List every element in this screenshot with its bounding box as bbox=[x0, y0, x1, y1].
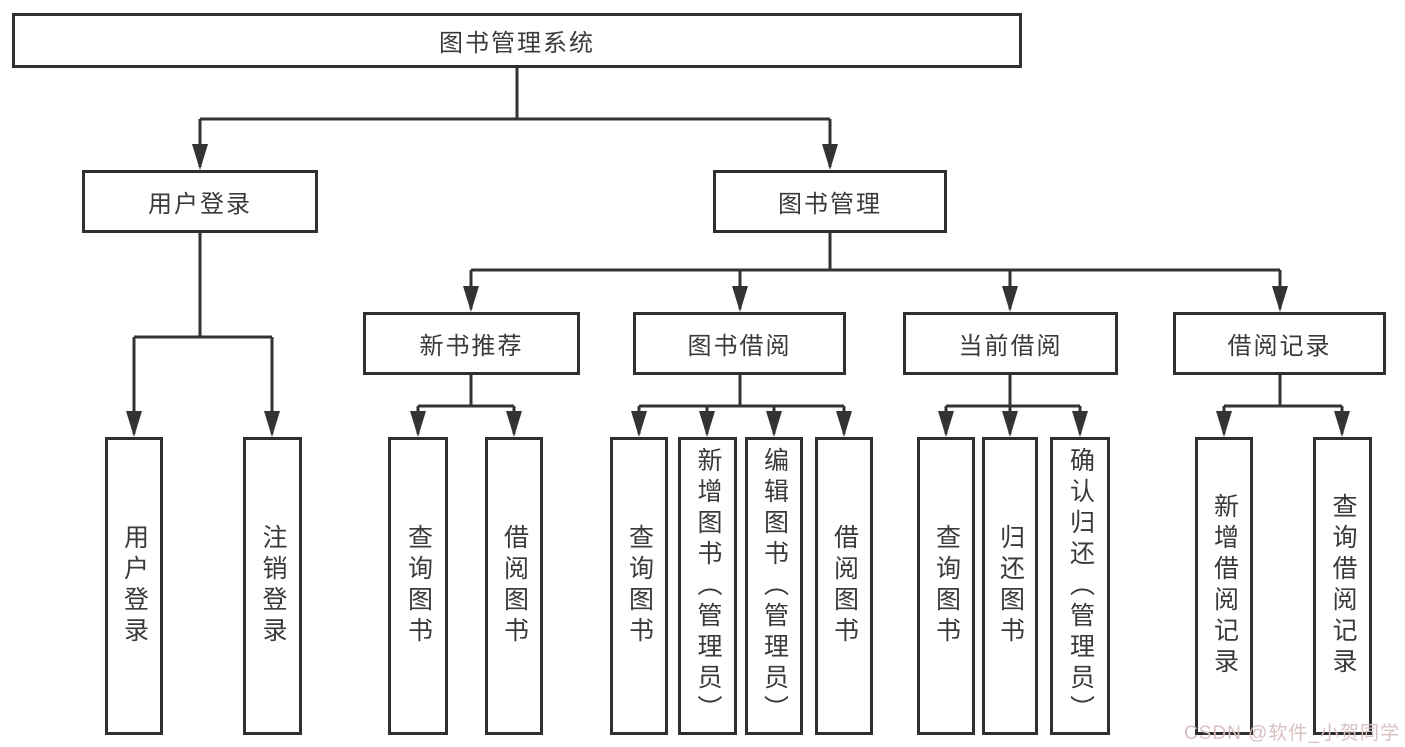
arrowhead bbox=[1334, 411, 1350, 437]
node-label: 新增借阅记录 bbox=[1210, 493, 1239, 679]
node-label: 用户登录 bbox=[148, 191, 252, 218]
node-label: 新书推荐 bbox=[419, 333, 524, 360]
node-label: 注销登录 bbox=[259, 524, 287, 648]
node-label: 查询图书 bbox=[625, 524, 654, 648]
arrowhead bbox=[836, 411, 852, 437]
leaf-borrow-books-recommend: 借阅图书 bbox=[485, 437, 543, 735]
arrowhead bbox=[192, 144, 208, 170]
arrowhead bbox=[766, 411, 782, 437]
node-book-management: 图书管理 bbox=[713, 170, 947, 233]
connector-lines bbox=[132, 68, 1344, 434]
arrowhead bbox=[1072, 411, 1088, 437]
leaf-query-books-recommend: 查询图书 bbox=[388, 437, 448, 735]
node-current-borrowing: 当前借阅 bbox=[903, 312, 1118, 375]
arrowhead bbox=[732, 286, 748, 312]
arrowhead bbox=[822, 144, 838, 170]
node-new-book-recommend: 新书推荐 bbox=[363, 312, 580, 375]
leaf-borrow-books-borrowing: 借阅图书 bbox=[815, 437, 873, 735]
node-label: 图书借阅 bbox=[687, 333, 792, 360]
node-label: 查询图书 bbox=[404, 524, 433, 648]
leaf-add-borrow-record: 新增借阅记录 bbox=[1195, 437, 1253, 735]
arrowhead bbox=[631, 411, 647, 437]
leaf-query-books-current: 查询图书 bbox=[917, 437, 975, 735]
arrowhead bbox=[463, 286, 479, 312]
arrowhead bbox=[1002, 411, 1018, 437]
arrowhead bbox=[699, 411, 715, 437]
arrowhead bbox=[126, 411, 142, 437]
node-label: 用户登录 bbox=[120, 524, 149, 648]
node-library-management-system: 图书管理系统 bbox=[12, 13, 1022, 68]
arrowhead bbox=[506, 411, 522, 437]
node-book-borrowing: 图书借阅 bbox=[633, 312, 846, 375]
node-label: 查询图书 bbox=[932, 524, 961, 648]
arrowhead bbox=[410, 411, 426, 437]
node-borrowing-records: 借阅记录 bbox=[1173, 312, 1386, 375]
node-label: 确认归还（管理员） bbox=[1066, 446, 1095, 726]
arrowhead bbox=[1272, 286, 1288, 312]
watermark-text: CSDN @软件_小贺同学 bbox=[1184, 723, 1400, 744]
arrowhead bbox=[1002, 286, 1018, 312]
leaf-query-borrow-record: 查询借阅记录 bbox=[1313, 437, 1372, 735]
leaf-logout: 注销登录 bbox=[243, 437, 302, 735]
leaf-user-login: 用户登录 bbox=[105, 437, 163, 735]
leaf-return-books: 归还图书 bbox=[982, 437, 1038, 735]
node-label: 借阅记录 bbox=[1227, 333, 1332, 360]
leaf-add-book-admin: 新增图书（管理员） bbox=[678, 437, 737, 735]
node-label: 图书管理 bbox=[778, 191, 882, 218]
node-label: 当前借阅 bbox=[958, 333, 1063, 360]
arrowhead bbox=[938, 411, 954, 437]
node-label: 查询借阅记录 bbox=[1329, 493, 1357, 679]
leaf-query-books-borrowing: 查询图书 bbox=[610, 437, 668, 735]
leaf-confirm-return-admin: 确认归还（管理员） bbox=[1050, 437, 1110, 735]
node-label: 归还图书 bbox=[996, 524, 1025, 648]
arrowhead bbox=[264, 411, 280, 437]
node-label: 借阅图书 bbox=[500, 524, 529, 648]
node-label: 借阅图书 bbox=[830, 524, 859, 648]
node-user-login: 用户登录 bbox=[82, 170, 318, 233]
leaf-edit-book-admin: 编辑图书（管理员） bbox=[745, 437, 803, 735]
node-label: 编辑图书（管理员） bbox=[760, 446, 789, 726]
node-label: 新增图书（管理员） bbox=[694, 446, 722, 726]
arrowhead bbox=[1216, 411, 1232, 437]
node-label: 图书管理系统 bbox=[439, 30, 595, 57]
